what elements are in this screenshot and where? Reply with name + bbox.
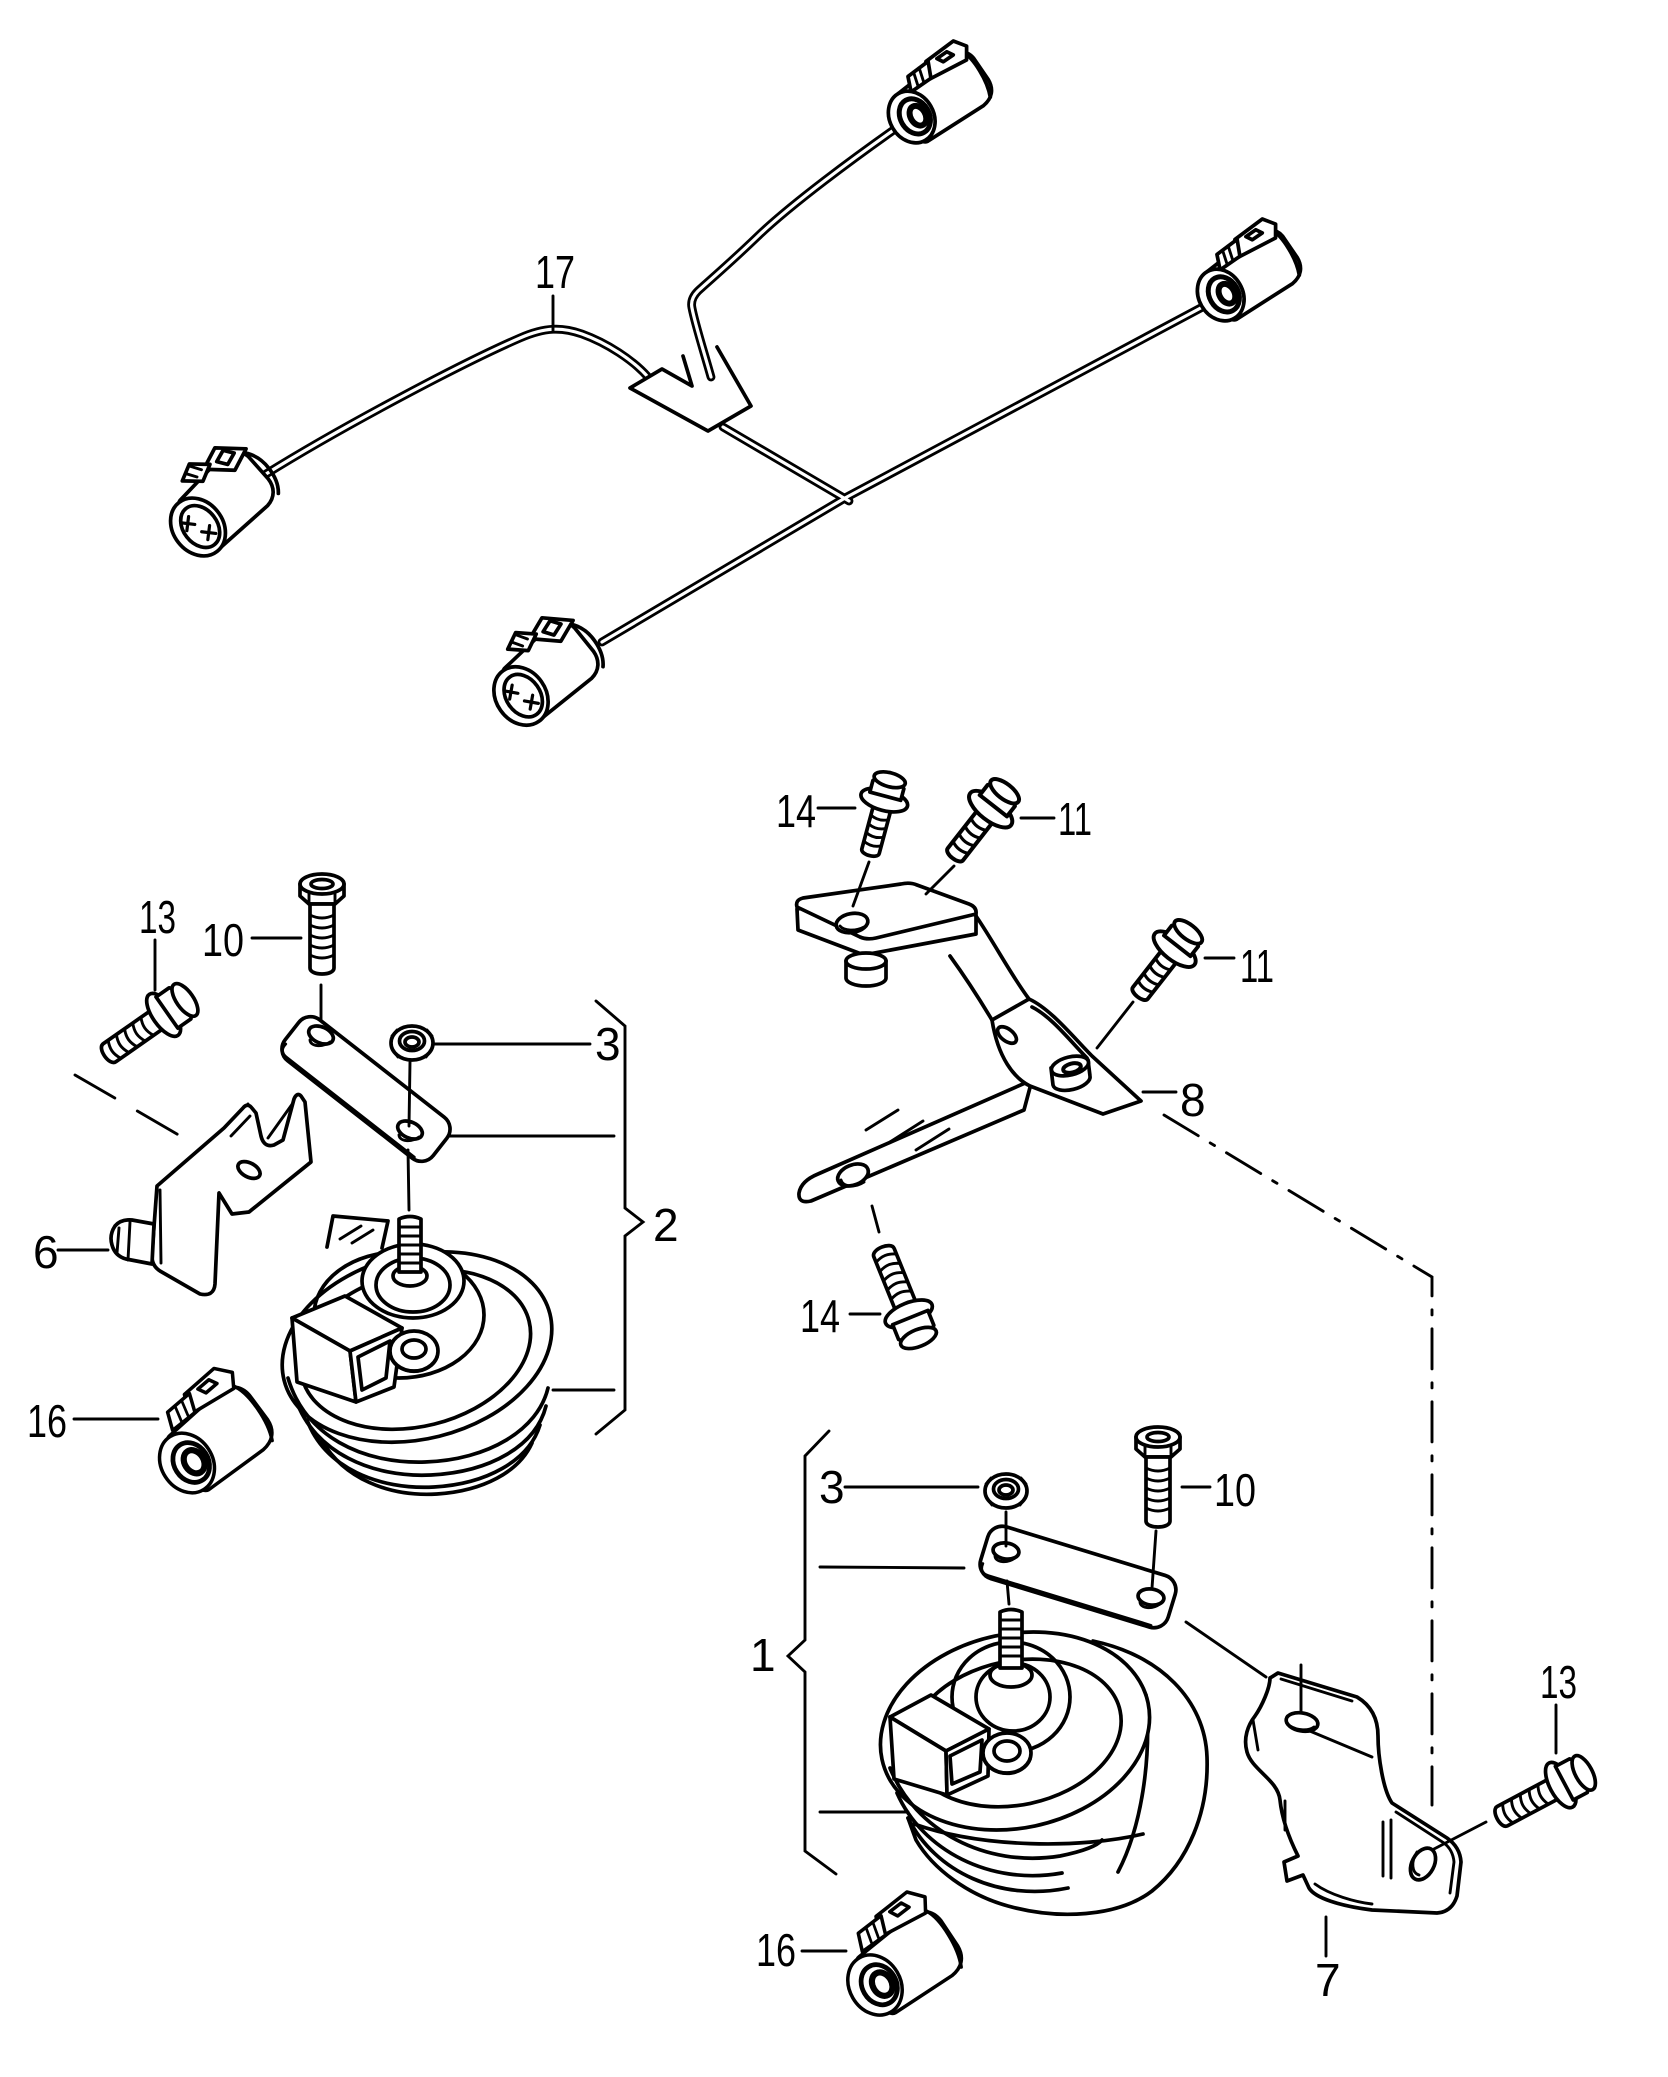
svg-text:1: 1 bbox=[750, 1629, 776, 1681]
svg-text:13: 13 bbox=[139, 891, 176, 943]
svg-text:6: 6 bbox=[33, 1226, 59, 1278]
svg-text:10: 10 bbox=[1214, 1464, 1256, 1516]
svg-text:16: 16 bbox=[27, 1395, 67, 1447]
svg-text:3: 3 bbox=[595, 1018, 621, 1070]
svg-text:11: 11 bbox=[1240, 940, 1274, 992]
svg-text:17: 17 bbox=[535, 246, 575, 298]
svg-text:3: 3 bbox=[819, 1461, 845, 1513]
svg-text:8: 8 bbox=[1180, 1074, 1206, 1126]
svg-text:14: 14 bbox=[776, 785, 816, 837]
svg-text:13: 13 bbox=[1540, 1656, 1577, 1708]
svg-text:10: 10 bbox=[202, 914, 244, 966]
svg-text:2: 2 bbox=[653, 1199, 679, 1251]
svg-text:16: 16 bbox=[756, 1924, 796, 1976]
svg-text:11: 11 bbox=[1058, 793, 1092, 845]
svg-text:14: 14 bbox=[800, 1290, 840, 1342]
svg-text:7: 7 bbox=[1315, 1954, 1341, 2006]
